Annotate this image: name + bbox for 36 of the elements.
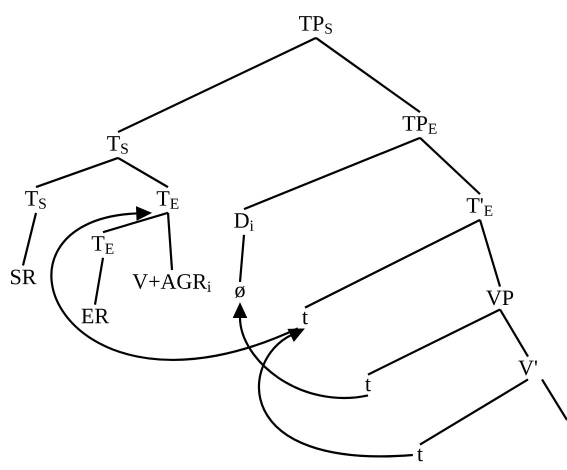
branch-line bbox=[315, 37, 421, 114]
tree-label: T$_{E}$ bbox=[156, 191, 178, 209]
tree-label: ø bbox=[235, 286, 245, 298]
tree-label: T'$_{E}$ bbox=[466, 198, 492, 216]
tree-label: t bbox=[417, 448, 423, 462]
branch-line bbox=[304, 218, 480, 309]
branch-line bbox=[238, 234, 246, 282]
movement-arrow bbox=[50, 206, 298, 360]
tree-label: T$_{S}$ bbox=[107, 136, 128, 154]
tree-label: V+AGR$_{i}$ bbox=[132, 274, 211, 292]
branch-line bbox=[166, 212, 174, 270]
tree-label: VP bbox=[486, 290, 514, 306]
branch-line bbox=[117, 156, 169, 188]
branch-line bbox=[244, 136, 420, 210]
branch-line bbox=[36, 156, 118, 188]
branch-line bbox=[419, 378, 529, 446]
branch-line bbox=[94, 258, 104, 305]
tree-label: t bbox=[302, 312, 308, 324]
branch-line bbox=[541, 378, 567, 421]
tree-label: T$_{S}$ bbox=[25, 191, 46, 209]
tree-label: ER bbox=[82, 308, 110, 324]
tree-label: SR bbox=[11, 270, 36, 284]
branch-line bbox=[478, 220, 502, 287]
tree-label: V' bbox=[518, 360, 537, 376]
branch-line bbox=[22, 212, 38, 266]
branch-line bbox=[368, 308, 500, 376]
branch-line bbox=[419, 137, 481, 195]
tree-label: t bbox=[365, 378, 371, 392]
tree-label: T$_{E}$ bbox=[92, 236, 114, 254]
tree-label: TP$_{E}$ bbox=[402, 116, 437, 134]
movement-arrow bbox=[258, 328, 413, 458]
branch-line bbox=[118, 36, 316, 134]
branch-line bbox=[499, 308, 529, 358]
tree-label: D$_{i}$ bbox=[234, 213, 254, 231]
tree-label: TP$_{S}$ bbox=[299, 16, 332, 34]
branch-line bbox=[102, 212, 168, 234]
